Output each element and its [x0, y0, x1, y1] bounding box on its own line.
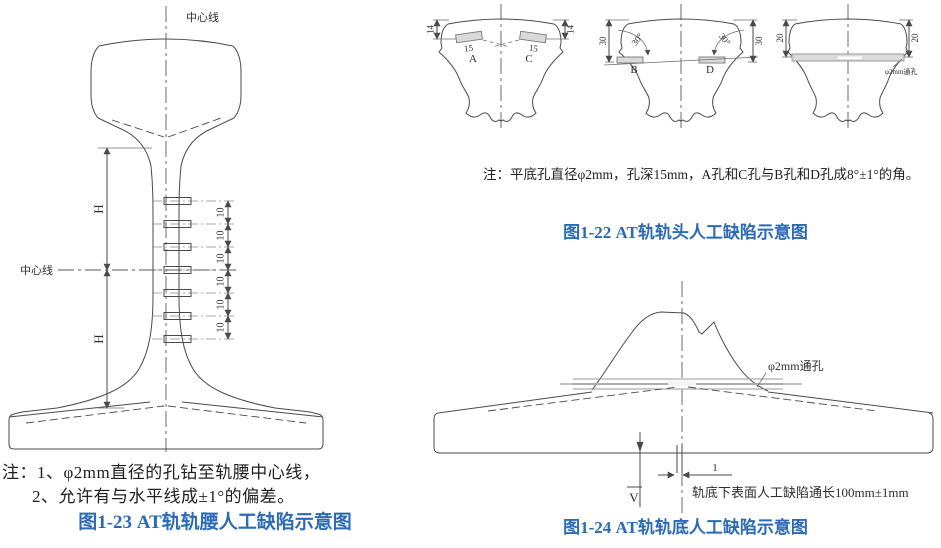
base-top-edges	[437, 391, 934, 414]
web-centerline-left-label: 中心线	[20, 263, 53, 277]
hole-spacing-dim-label: 10	[216, 277, 227, 287]
rail-profile-left	[21, 45, 154, 413]
fig-base-drawing: φ2mm通孔 V 1 轨底下表面人工缺陷通长100mm±1mm	[433, 281, 934, 513]
hole-a-label: A	[469, 53, 477, 65]
web-height-dimension: H H	[91, 147, 152, 409]
hole-spacing-dim-label: 10	[216, 254, 227, 264]
hole-b-label: B	[630, 64, 637, 76]
through-hole-band-gap	[838, 56, 862, 59]
depth-dimension-ac: 14 14	[426, 19, 576, 40]
bottom-defect-detail: V 1 轨底下表面人工缺陷通长100mm±1mm	[627, 432, 909, 507]
depth-dim-label: 14	[566, 25, 576, 35]
base-through-hole-lines	[560, 378, 802, 390]
hole-spacing-dim-label: 10	[216, 323, 227, 333]
notch-width-dim-label: 1	[712, 462, 718, 474]
h-dim-label: H	[91, 204, 106, 213]
hole-spacing-dim-label: 10	[216, 208, 227, 218]
railhead-bd: 30° 30° 30 30 B D	[598, 4, 764, 132]
railhead-top-edge	[98, 38, 234, 47]
through-hole-leader	[756, 372, 767, 388]
through-hole-label: φ2mm通孔	[768, 359, 824, 373]
h-dim-label: H	[91, 334, 106, 343]
depth-dim-label: 14	[426, 25, 436, 35]
rail-profile-right	[178, 45, 311, 413]
head-note: 注：平底孔直径φ2mm，孔深15mm，A孔和C孔与B孔和D孔成8°±1°的角。	[483, 167, 920, 182]
depth-arrowhead	[636, 442, 644, 452]
angled-hole-a: 15	[455, 30, 483, 54]
hole-spacing-dimension-chain: 10 10 10 10 10 10	[216, 200, 232, 340]
web-centerline-top-label: 中心线	[186, 10, 219, 24]
through-hole-mini-label: φ2mm通孔	[885, 67, 917, 76]
railhead-ac: 15 15 14 14 A C	[426, 4, 576, 132]
base-bottom-outline	[433, 412, 934, 454]
hole-b-slot	[616, 56, 644, 64]
angle-arc-b	[617, 29, 651, 56]
width-dim-a: 15	[463, 43, 474, 54]
defect-length-label: 轨底下表面人工缺陷通长100mm±1mm	[692, 485, 909, 500]
railhead-through-hole: 20 20 φ2mm通孔	[775, 4, 920, 132]
depth-dimension-bd: 30 30	[598, 19, 764, 63]
fig-1-24-caption: 图1-24 AT轨轨底人工缺陷示意图	[563, 518, 808, 537]
depth-dim-label: 20	[775, 33, 785, 43]
width-dim-c: 15	[528, 43, 539, 54]
depth-dim-label: 20	[910, 33, 920, 43]
depth-dimension-through: 20 20	[775, 19, 920, 58]
web-note-line1: 注：1、φ2mm直径的孔钻至轨腰中心线，	[2, 463, 321, 482]
fig-head-drawing: 15 15 14 14 A C	[426, 4, 920, 132]
web-stub-outline	[591, 311, 769, 392]
base-hidden-edges	[487, 386, 878, 412]
rail-base-hidden-edges	[25, 405, 307, 424]
fig-1-23-caption: 图1-23 AT轨轨腰人工缺陷示意图	[78, 512, 352, 533]
depth-dim-label: 30	[754, 36, 764, 46]
depth-dim-label: 30	[598, 36, 608, 46]
hole-c-label: C	[525, 53, 532, 65]
depth-mark-label: V	[629, 490, 639, 505]
rail-base-top-edges	[8, 401, 324, 418]
hole-spacing-dim-label: 10	[216, 231, 227, 241]
hole-line-gap	[668, 381, 696, 386]
fig-web-drawing: 中心线 10 10 10 10 10 1	[8, 6, 324, 452]
head-web-junction-dashes	[111, 117, 222, 138]
angle-arc-d	[711, 29, 745, 56]
hole-d-label: D	[706, 64, 714, 76]
angled-hole-c: 15	[519, 30, 547, 54]
fig-1-22-caption: 图1-22 AT轨轨头人工缺陷示意图	[563, 223, 808, 242]
web-note-line2: 2、允许有与水平线成±1°的偏差。	[32, 487, 295, 506]
hole-spacing-dim-label: 10	[216, 300, 227, 310]
